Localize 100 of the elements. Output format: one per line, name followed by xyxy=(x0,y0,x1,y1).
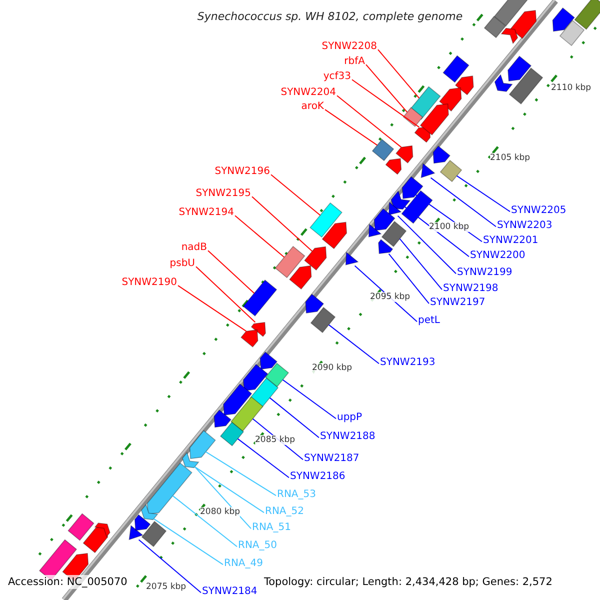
leader-line xyxy=(366,64,408,113)
gene-feature xyxy=(420,103,449,136)
gene-feature xyxy=(345,252,359,266)
gene-feature xyxy=(454,76,474,96)
leader-line xyxy=(205,451,276,496)
gene-feature xyxy=(510,10,537,39)
gene-feature xyxy=(243,364,268,392)
gene-feature xyxy=(304,246,327,271)
leader-line xyxy=(234,215,285,258)
leader-line xyxy=(194,466,264,514)
footer-text: Topology: circular; Length: 2,434,428 bp; Genes: 2,572 xyxy=(262,575,554,589)
gene-feature xyxy=(381,220,407,248)
gene-label: RNA_52 xyxy=(265,506,304,518)
gene-feature xyxy=(289,265,312,290)
gene-feature xyxy=(134,514,151,531)
leader-line xyxy=(208,250,255,294)
leader-line xyxy=(172,495,238,548)
gene-label: RNA_49 xyxy=(224,558,263,570)
gene-feature xyxy=(310,202,342,238)
gene-label: SYNW2208 xyxy=(322,41,377,53)
gene-label: RNA_50 xyxy=(238,540,277,552)
leader-line xyxy=(378,49,420,99)
gene-feature xyxy=(260,352,278,370)
gene-feature xyxy=(440,160,462,182)
gene-feature xyxy=(220,422,244,446)
footer-text: Accession: NC_005070 xyxy=(6,575,130,589)
gene-label: SYNW2203 xyxy=(497,220,552,232)
gene-feature xyxy=(182,452,200,468)
gene-feature xyxy=(552,7,575,32)
gene-feature xyxy=(385,158,402,175)
gene-feature xyxy=(240,329,258,348)
gene-label: SYNW2190 xyxy=(122,277,177,289)
gene-feature xyxy=(242,280,278,316)
gene-feature xyxy=(264,362,290,388)
gene-label: SYNW2197 xyxy=(430,297,486,309)
leader-line xyxy=(430,177,496,228)
gene-label: ycf33 xyxy=(323,71,351,83)
gene-feature xyxy=(128,524,144,540)
gene-label: SYNW2196 xyxy=(214,166,270,178)
leader-line xyxy=(138,539,202,594)
gene-feature xyxy=(402,107,424,127)
title: Synechococcus sp. WH 8102, complete genome xyxy=(197,10,463,23)
leader-line xyxy=(399,238,442,290)
gene-label: SYNW2187 xyxy=(304,453,360,465)
gene-label: aroK xyxy=(301,101,324,113)
leader-line xyxy=(324,109,378,146)
gene-label: petL xyxy=(418,315,440,327)
leader-line xyxy=(397,215,456,274)
gene-feature xyxy=(508,56,532,82)
scale-label: 2110 kbp xyxy=(551,83,592,93)
gene-feature xyxy=(378,239,394,254)
gene-feature xyxy=(439,87,462,112)
leader-line xyxy=(153,518,224,566)
gene-label: RNA_51 xyxy=(252,522,291,534)
gene-feature xyxy=(432,146,450,164)
leader-line xyxy=(196,266,256,323)
gene-label: RNA_53 xyxy=(277,489,316,501)
gene-feature xyxy=(494,0,528,26)
leader-line xyxy=(336,95,402,148)
leader-line xyxy=(252,196,313,252)
gene-feature xyxy=(305,294,324,314)
gene-label: SYNW2200 xyxy=(470,250,526,262)
gene-label: SYNW2198 xyxy=(443,283,498,295)
leader-line xyxy=(456,175,510,212)
gene-label: SYNW2199 xyxy=(457,267,512,279)
gene-feature xyxy=(494,74,513,92)
gene-label: psbU xyxy=(170,258,195,270)
scale-label: 2085 kbp xyxy=(255,435,296,445)
scale-label: 2095 kbp xyxy=(370,292,410,302)
leader-line xyxy=(178,285,247,332)
gene-label: SYNW2193 xyxy=(380,357,436,369)
gene-feature xyxy=(396,145,414,164)
leader-line xyxy=(388,253,430,304)
gene-feature xyxy=(484,16,506,38)
leader-line xyxy=(328,324,380,364)
gene-feature xyxy=(372,138,394,162)
gene-feature xyxy=(223,384,252,416)
leader-line xyxy=(269,397,320,438)
gene-feature xyxy=(146,462,192,515)
scale-label: 2105 kbp xyxy=(490,153,530,163)
gene-label: SYNW2188 xyxy=(320,431,376,443)
gene-feature xyxy=(559,20,585,46)
gene-feature xyxy=(274,246,306,278)
gene-feature xyxy=(442,55,470,83)
gene-feature xyxy=(310,306,336,334)
gene-feature xyxy=(420,162,436,178)
gene-feature xyxy=(508,68,544,104)
leader-line xyxy=(270,174,321,216)
gene-label: SYNW2204 xyxy=(280,87,336,99)
gene-label: SYNW2184 xyxy=(202,586,258,598)
gene-feature xyxy=(402,176,424,199)
gene-label: SYNW2201 xyxy=(483,235,538,247)
gene-feature xyxy=(94,522,110,538)
leader-line xyxy=(282,379,336,420)
leader-line xyxy=(352,79,420,128)
scale-label: 2100 kbp xyxy=(429,222,470,232)
scale-label: 2080 kbp xyxy=(200,507,240,517)
gene-feature xyxy=(368,224,382,238)
gene-label: SYNW2186 xyxy=(290,471,346,483)
gene-feature xyxy=(409,86,441,120)
